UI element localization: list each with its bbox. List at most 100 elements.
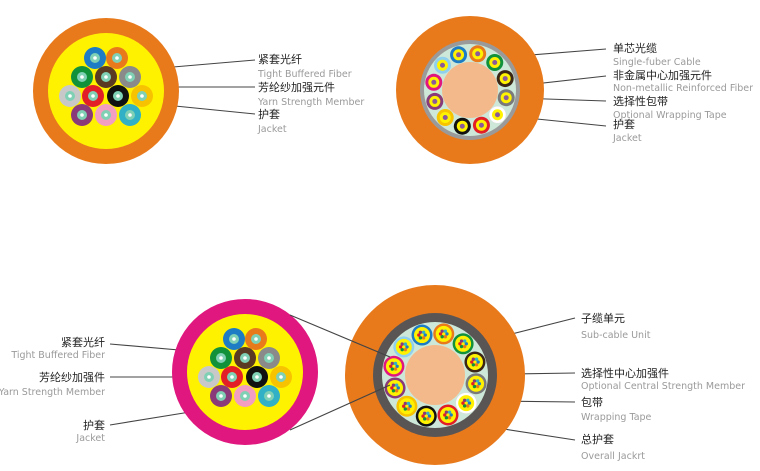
fiber-core [68, 94, 72, 98]
fiber [475, 51, 481, 57]
sub-fiber [426, 417, 430, 421]
sub-fiber [459, 344, 464, 349]
label-jacket-zh: 护套 [613, 117, 635, 131]
label-yarn-strength-en: Yarn Strength Member [257, 97, 364, 108]
sub-fiber [475, 384, 480, 389]
sub-fiber [464, 342, 469, 346]
label-central-strength-en: Optional Central Strength Member [581, 381, 745, 392]
sub-fiber [401, 404, 406, 408]
sub-fiber [459, 339, 464, 343]
label-wrapping-tape-en: Wrapping Tape [581, 412, 652, 423]
sub-fiber [467, 401, 472, 405]
leader-line [174, 105, 256, 115]
tight-buffered-cable-orange [33, 18, 179, 164]
label-single-fiber-cable-zh: 单芯光缆 [613, 41, 657, 55]
sub-fiber [418, 330, 423, 334]
sub-fiber [438, 332, 443, 336]
label-reinforced-zh: 非金属中心加强元件 [613, 68, 712, 82]
sub-fiber [470, 360, 474, 364]
label-tight-buffered-fiber-en: Tight Buffered Fiber [257, 69, 352, 80]
fiber-core [279, 375, 283, 379]
sub-cable-yarn [468, 375, 485, 392]
fiber [494, 112, 500, 118]
central-strength-member [442, 62, 498, 118]
sub-fiber [421, 414, 425, 418]
label-tight-buffered-fiber-zh: 紧套光纤 [61, 335, 105, 349]
sub-fiber [443, 329, 448, 333]
sub-fiber [406, 401, 411, 406]
fiber [456, 52, 462, 58]
label-sub-cable-unit-zh: 子缆单元 [581, 312, 625, 325]
sub-fiber [405, 345, 409, 349]
fiber-core [219, 394, 223, 398]
sub-fiber [423, 333, 427, 337]
sub-fiber [390, 386, 394, 390]
sub-cable-yarn [385, 358, 402, 375]
sub-cable-yarn [398, 398, 415, 415]
sub-cable-yarn [418, 408, 435, 425]
fiber-core [80, 113, 84, 117]
leader-line [526, 117, 607, 127]
sub-fiber [443, 413, 447, 417]
label-jacket-zh: 护套 [83, 418, 105, 432]
label-wrapping-tape-zh: 包带 [581, 396, 603, 409]
sub-fiber [391, 389, 396, 393]
sub-fiber [476, 360, 480, 364]
sub-fiber [395, 364, 399, 368]
sub-fiber [421, 336, 426, 340]
sub-fiber [444, 416, 449, 420]
sub-fiber [447, 410, 452, 414]
sub-cable-yarn [414, 327, 431, 344]
sub-fiber [440, 329, 444, 333]
fiber-core [243, 394, 247, 398]
fiber-core [115, 56, 119, 60]
fiber-core [230, 375, 234, 379]
sub-fiber [447, 416, 452, 420]
fiber-core [254, 337, 258, 341]
sub-fiber [474, 363, 479, 367]
zoom-connector-line [289, 384, 391, 431]
central-strength-member [405, 345, 465, 405]
sub-fiber [393, 361, 398, 366]
sub-fiber [389, 364, 393, 368]
sub-fiber [462, 398, 467, 403]
sub-fiber [391, 383, 396, 387]
sub-fiber [475, 379, 480, 383]
sub-cable-yarn [439, 406, 456, 423]
leader-line [496, 427, 576, 441]
sub-fiber [390, 361, 395, 366]
label-yarn-strength-en: Yarn Strength Member [0, 387, 105, 398]
fiber [459, 123, 465, 129]
fiber-core [219, 356, 223, 360]
fiber [432, 98, 438, 104]
sub-fiber [444, 410, 449, 414]
zoom-connector-lines [289, 314, 391, 431]
label-overall-jacket-zh: 总护套 [581, 432, 614, 446]
sub-fiber [406, 407, 411, 411]
label-jacket-en: Jacket [75, 433, 105, 444]
fiber-core [232, 337, 236, 341]
fiber-core [80, 75, 84, 79]
fiber [431, 79, 437, 85]
sub-fiber [394, 383, 399, 387]
leader-line [109, 411, 191, 426]
fiber-core [267, 394, 271, 398]
label-single-fiber-cable-en: Single-fuber Cable [613, 57, 701, 68]
sub-fiber [400, 347, 404, 352]
breakout-cable [396, 16, 544, 164]
fiber-core [93, 56, 97, 60]
sub-fiber [461, 401, 465, 405]
label-tight-buffered-fiber-en: Tight Buffered Fiber [10, 350, 105, 361]
sub-cable-yarn [458, 395, 475, 412]
sub-fiber [471, 382, 475, 386]
label-yarn-strength-zh: 芳纶纱加强件 [39, 370, 105, 384]
sub-fiber [471, 357, 476, 361]
sub-fiber [462, 404, 467, 408]
sub-fiber [403, 347, 408, 352]
fiber-core [128, 113, 132, 117]
label-central-strength-zh: 选择性中心加强件 [581, 366, 669, 380]
fiber [442, 114, 448, 120]
sub-fiber [417, 333, 421, 337]
fiber-core [267, 356, 271, 360]
